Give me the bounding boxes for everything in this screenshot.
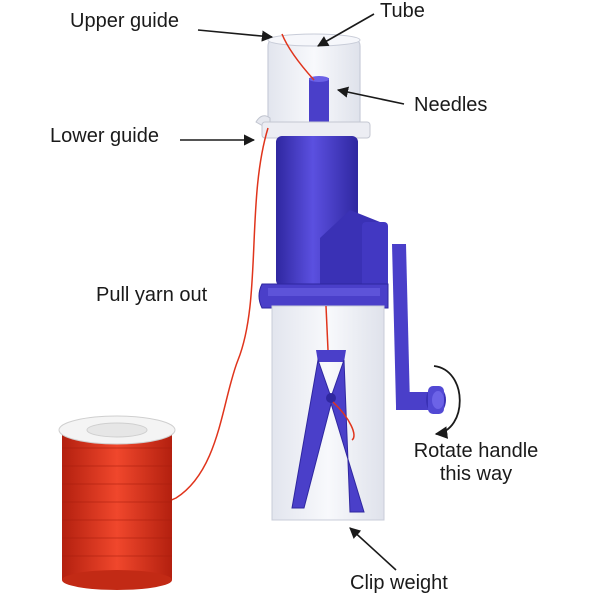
label-tube: Tube (380, 0, 425, 22)
label-needles: Needles (414, 94, 488, 116)
arrow-icon (180, 13, 405, 571)
lower-guide (255, 115, 371, 139)
label-clip-weight: Clip weight (350, 572, 448, 594)
crank-handle[interactable] (392, 244, 446, 414)
yarn-spool (58, 415, 176, 590)
machine-body (258, 136, 389, 309)
clip-weight-arrow (349, 527, 397, 571)
label-lower-guide: Lower guide (50, 125, 159, 147)
label-pull-yarn-out: Pull yarn out (96, 284, 208, 306)
needles-arrow (336, 86, 405, 105)
label-rotate-handle-line1: Rotate handle (413, 440, 539, 462)
label-upper-guide: Upper guide (70, 10, 179, 32)
curved-arrow-icon (433, 365, 461, 439)
clip-weight (291, 350, 365, 513)
label-rotate-handle: Rotate handle this way (402, 440, 550, 486)
upper-guide-arrow (197, 29, 274, 42)
label-rotate-handle-line2: this way (439, 463, 513, 485)
tube-arrow (317, 13, 375, 47)
